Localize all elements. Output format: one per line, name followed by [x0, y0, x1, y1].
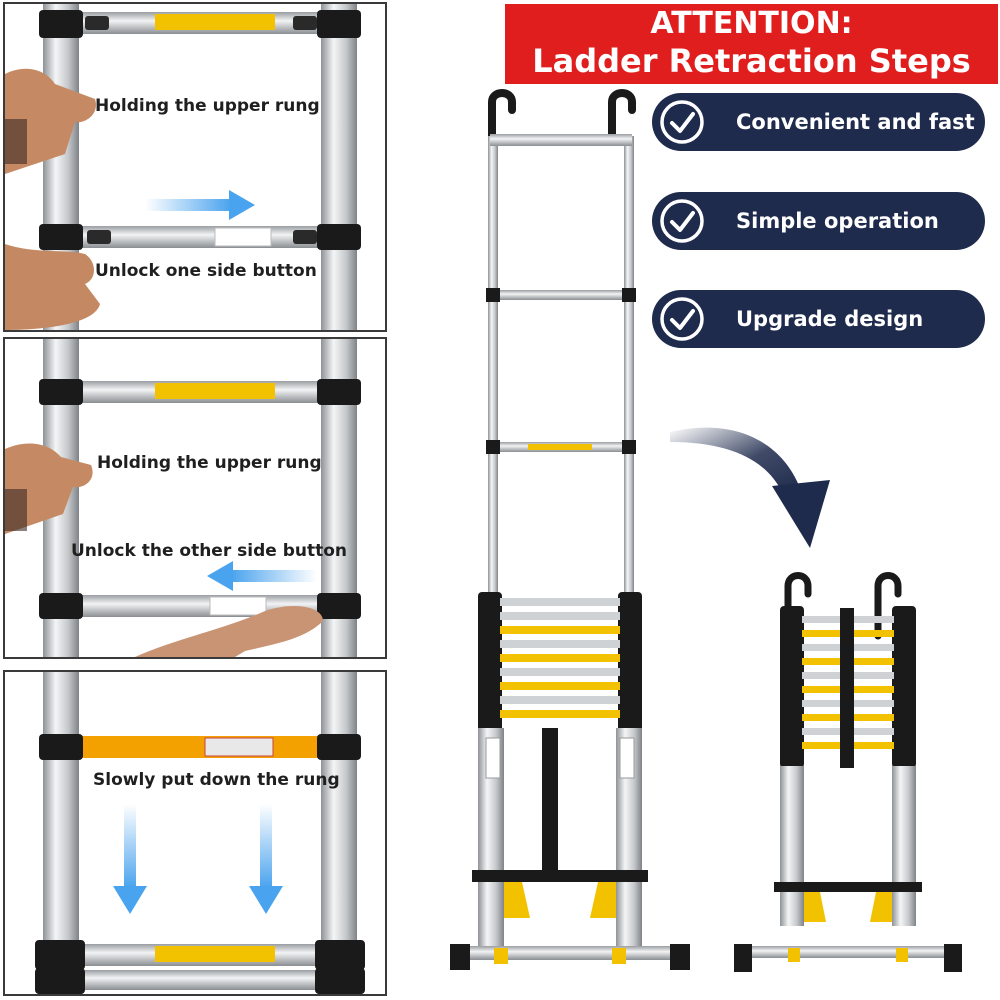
- banner-line2: Ladder Retraction Steps: [532, 42, 971, 80]
- feature-label: Convenient and fast: [736, 110, 975, 134]
- ladder-closeup-photo: [35, 672, 365, 994]
- check-circle-icon: [660, 100, 704, 144]
- ladder-closeup-photo: [5, 339, 361, 657]
- banner-line1: ATTENTION:: [650, 6, 853, 41]
- check-circle-icon: [660, 199, 704, 243]
- step3-caption: Slowly put down the rung: [93, 770, 340, 790]
- step-panel-1: Holding the upper rung Unlock one side b…: [3, 2, 387, 332]
- arrow-down-icon: [249, 804, 283, 914]
- arrow-down-icon: [113, 804, 147, 914]
- step2-caption-bottom: Unlock the other side button: [71, 541, 348, 561]
- step1-caption-top: Holding the upper rung: [95, 96, 320, 116]
- attention-banner: ATTENTION: Ladder Retraction Steps: [505, 4, 998, 84]
- check-circle-icon: [660, 297, 704, 341]
- collapsed-ladder-image: [734, 572, 962, 972]
- arrow-right-icon: [145, 190, 255, 220]
- step1-caption-bottom: Unlock one side button: [95, 261, 317, 281]
- step-panel-3: Slowly put down the rung: [3, 670, 387, 996]
- ladder-closeup-photo: [5, 4, 361, 330]
- step-panel-2: Holding the upper rung Unlock the other …: [3, 337, 387, 659]
- curved-arrow-icon: [670, 427, 830, 548]
- feature-pill-1: Convenient and fast: [652, 93, 985, 151]
- extended-ladder-image: [450, 89, 690, 970]
- arrow-left-icon: [207, 561, 317, 591]
- feature-label: Simple operation: [736, 209, 939, 233]
- feature-pill-3: Upgrade design: [652, 290, 985, 348]
- step2-caption-top: Holding the upper rung: [97, 453, 322, 473]
- feature-pill-2: Simple operation: [652, 192, 985, 250]
- feature-label: Upgrade design: [736, 307, 924, 331]
